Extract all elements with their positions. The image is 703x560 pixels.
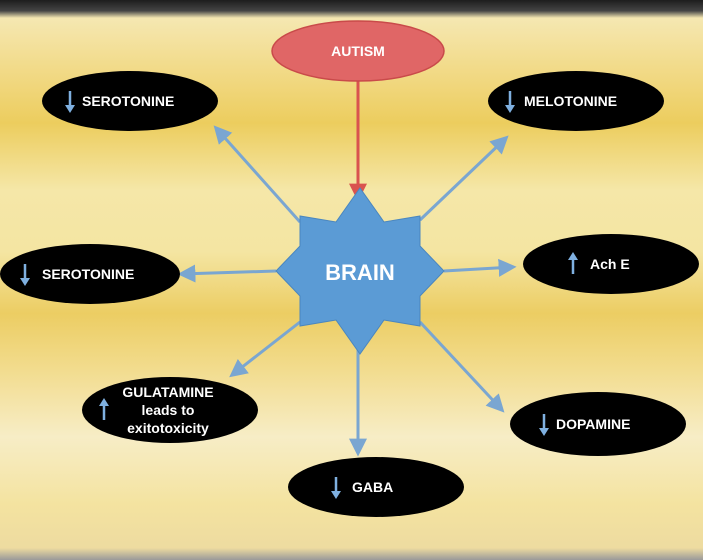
node-oval	[488, 71, 664, 131]
arrow-down-icon	[331, 477, 341, 499]
node-serotonine-left: SEROTONINE	[0, 244, 180, 304]
node-label: GULATAMINE	[122, 384, 213, 400]
connector-brain-gulatamine	[229, 320, 301, 378]
node-serotonine-top: SEROTONINE	[42, 71, 218, 131]
source-label: AUTISM	[331, 43, 385, 59]
node-oval	[0, 244, 180, 304]
effect-nodes: SEROTONINE MELOTONINE SEROTONINE Ach E GULAT…	[0, 71, 699, 517]
center-node-brain: BRAIN	[275, 187, 445, 355]
arrow-down-icon	[20, 264, 30, 286]
node-gaba: GABA	[288, 457, 464, 517]
node-oval	[82, 377, 258, 443]
node-oval	[42, 71, 218, 131]
node-label: SEROTONINE	[82, 93, 174, 109]
arrow-up-icon	[568, 252, 578, 274]
node-oval	[523, 234, 699, 294]
node-label: MELOTONINE	[524, 93, 617, 109]
node-label: SEROTONINE	[42, 266, 134, 282]
node-label: exitotoxicity	[127, 420, 209, 436]
node-label: GABA	[352, 479, 393, 495]
node-label: DOPAMINE	[556, 416, 630, 432]
node-oval	[288, 457, 464, 517]
node-label: leads to	[142, 402, 195, 418]
center-label: BRAIN	[325, 260, 395, 285]
connector-brain-serotonine-left	[177, 264, 277, 283]
node-oval	[510, 392, 686, 456]
connector-brain-melotonine	[418, 135, 509, 222]
node-ach-e: Ach E	[523, 234, 699, 294]
arrow-down-icon	[505, 91, 515, 113]
window-bottom-edge	[0, 548, 703, 560]
arrow-down-icon	[65, 91, 75, 113]
connectors	[177, 80, 517, 457]
connector-brain-ach-e	[443, 258, 517, 277]
node-dopamine: DOPAMINE	[510, 392, 686, 456]
arrow-down-icon	[539, 414, 549, 436]
node-gulatamine: GULATAMINE leads to exitotoxicity	[82, 377, 258, 443]
node-melotonine: MELOTONINE	[488, 71, 664, 131]
connector-brain-serotonine-top	[213, 125, 302, 223]
window-top-edge	[0, 0, 703, 18]
arrow-up-icon	[99, 398, 109, 420]
source-node-autism: AUTISM	[271, 20, 445, 82]
node-label: Ach E	[590, 256, 630, 272]
connector-brain-dopamine	[418, 320, 505, 413]
